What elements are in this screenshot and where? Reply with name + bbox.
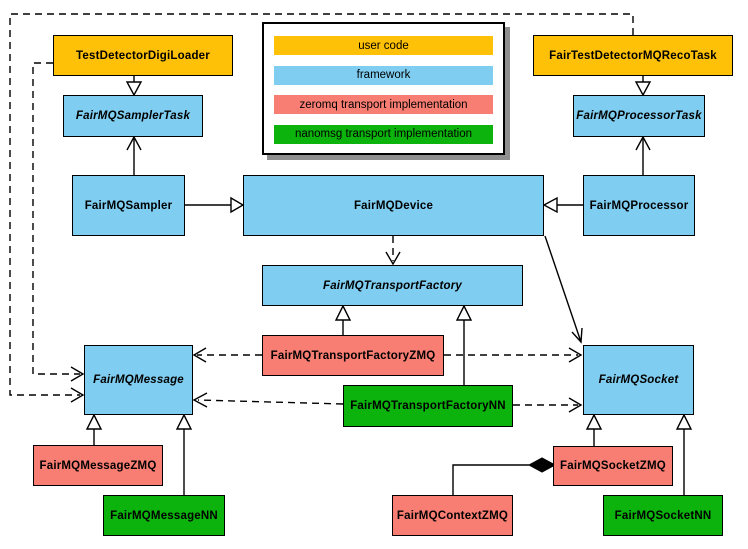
inheritance-processor-to-device: [542, 196, 583, 214]
node-fairmq-transport-factory: FairMQTransportFactory: [262, 265, 523, 306]
inheritance-messagenn-to-message: [175, 413, 193, 495]
inheritance-messagezmq-to-message: [85, 413, 103, 445]
node-fairmq-message-nn: FairMQMessageNN: [103, 495, 225, 536]
node-fairmq-device: FairMQDevice: [243, 175, 544, 236]
node-fairmq-socket-nn: FairMQSocketNN: [603, 495, 723, 536]
legend: user code framework zeromq transport imp…: [262, 22, 505, 155]
dependency-factoryzmq-to-socket: [444, 347, 583, 363]
node-fairmq-sampler: FairMQSampler: [72, 175, 185, 236]
node-fairmq-message-zmq: FairMQMessageZMQ: [33, 445, 163, 486]
dependency-recotask-to-message: [9, 13, 634, 403]
inheritance-digiloader-to-samplertask: [125, 76, 143, 97]
association-processor-to-processortask: [635, 135, 651, 175]
dependency-factorynn-to-message: [192, 392, 344, 408]
association-device-to-socket: [544, 235, 583, 344]
inheritance-factorynn-to-transportfactory: [455, 304, 473, 385]
node-test-detector-digi-loader: TestDetectorDigiLoader: [53, 35, 233, 76]
inheritance-socketzmq-to-socket: [585, 413, 603, 446]
dependency-factorynn-to-socket: [513, 397, 583, 413]
inheritance-factoryzmq-to-transportfactory: [334, 304, 352, 335]
node-fairmq-socket: FairMQSocket: [583, 345, 694, 415]
node-fair-test-detector-mq-reco-task: FairTestDetectorMQRecoTask: [533, 35, 733, 76]
inheritance-recotask-to-processortask: [634, 76, 652, 97]
node-fairmq-processor-task: FairMQProcessorTask: [573, 95, 705, 137]
node-fairmq-sampler-task: FairMQSamplerTask: [63, 95, 203, 137]
node-fairmq-message: FairMQMessage: [84, 345, 193, 415]
legend-item-zeromq: zeromq transport implementation: [274, 95, 493, 115]
dependency-device-to-transportfactory: [385, 236, 401, 266]
node-fairmq-transport-factory-zmq: FairMQTransportFactoryZMQ: [262, 335, 444, 376]
inheritance-sampler-to-device: [185, 196, 245, 214]
dependency-digiloader-to-message: [32, 62, 85, 382]
composition-socketzmq-contextzmq: [452, 457, 557, 495]
node-fairmq-socket-zmq: FairMQSocketZMQ: [553, 446, 673, 486]
node-fairmq-context-zmq: FairMQContextZMQ: [392, 495, 513, 536]
legend-item-user-code: user code: [274, 36, 493, 55]
node-fairmq-transport-factory-nn: FairMQTransportFactoryNN: [343, 385, 513, 427]
legend-item-framework: framework: [274, 65, 493, 85]
legend-item-nanomsg: nanomsg transport implementation: [274, 124, 493, 144]
association-sampler-to-samplertask: [126, 135, 142, 175]
dependency-factoryzmq-to-message: [192, 347, 262, 363]
node-fairmq-processor: FairMQProcessor: [583, 175, 695, 236]
inheritance-socketnn-to-socket: [675, 413, 693, 495]
